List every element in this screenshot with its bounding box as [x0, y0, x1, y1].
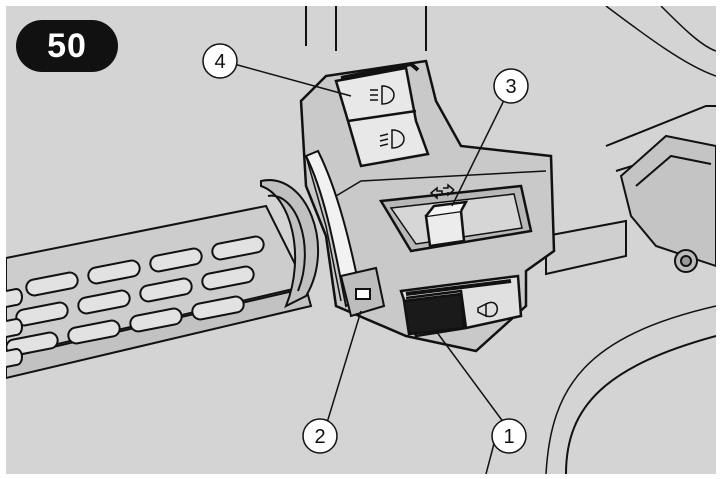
grip-rib [77, 289, 131, 315]
grip-rib [201, 265, 255, 291]
dimmer-switch[interactable] [334, 61, 430, 168]
grip-rib [191, 295, 245, 321]
horn-icon [477, 301, 498, 318]
callout-2-label: 2 [314, 426, 325, 448]
callout-3: 3 [493, 68, 529, 104]
leader-lines [233, 63, 512, 427]
grip-rib [149, 247, 203, 273]
grip-rib-partial [6, 347, 23, 368]
headlight-low-beam-icon [379, 129, 405, 149]
grip-rib-partial [6, 287, 23, 308]
callout-1-label: 1 [503, 426, 514, 448]
horn-button[interactable] [399, 274, 523, 338]
grip-rib [139, 277, 193, 303]
turn-signal-arrows-icon [429, 183, 455, 200]
headlight-high-beam-icon [370, 85, 395, 105]
handlebar-switch-illustration: 4 3 2 1 [6, 6, 716, 474]
right-housing [619, 134, 716, 273]
grip-rib [25, 271, 79, 297]
callout-2: 2 [302, 418, 338, 454]
grip-rib [67, 319, 121, 345]
handlebar-tube [545, 219, 627, 276]
figure-number-badge: 50 [16, 20, 118, 72]
grip-rib [129, 307, 183, 333]
grip-ribs [6, 235, 265, 368]
callout-4: 4 [202, 43, 238, 79]
grip-rib [87, 259, 141, 285]
clamp-strap [304, 149, 386, 318]
turn-signal-switch[interactable] [378, 183, 533, 253]
callout-1: 1 [491, 418, 527, 454]
grip-rib-partial [6, 317, 23, 338]
grip-rib [211, 235, 265, 261]
callout-3-label: 3 [505, 76, 516, 98]
callout-4-label: 4 [214, 51, 225, 73]
illustration-frame: 4 3 2 1 50 [6, 6, 716, 474]
